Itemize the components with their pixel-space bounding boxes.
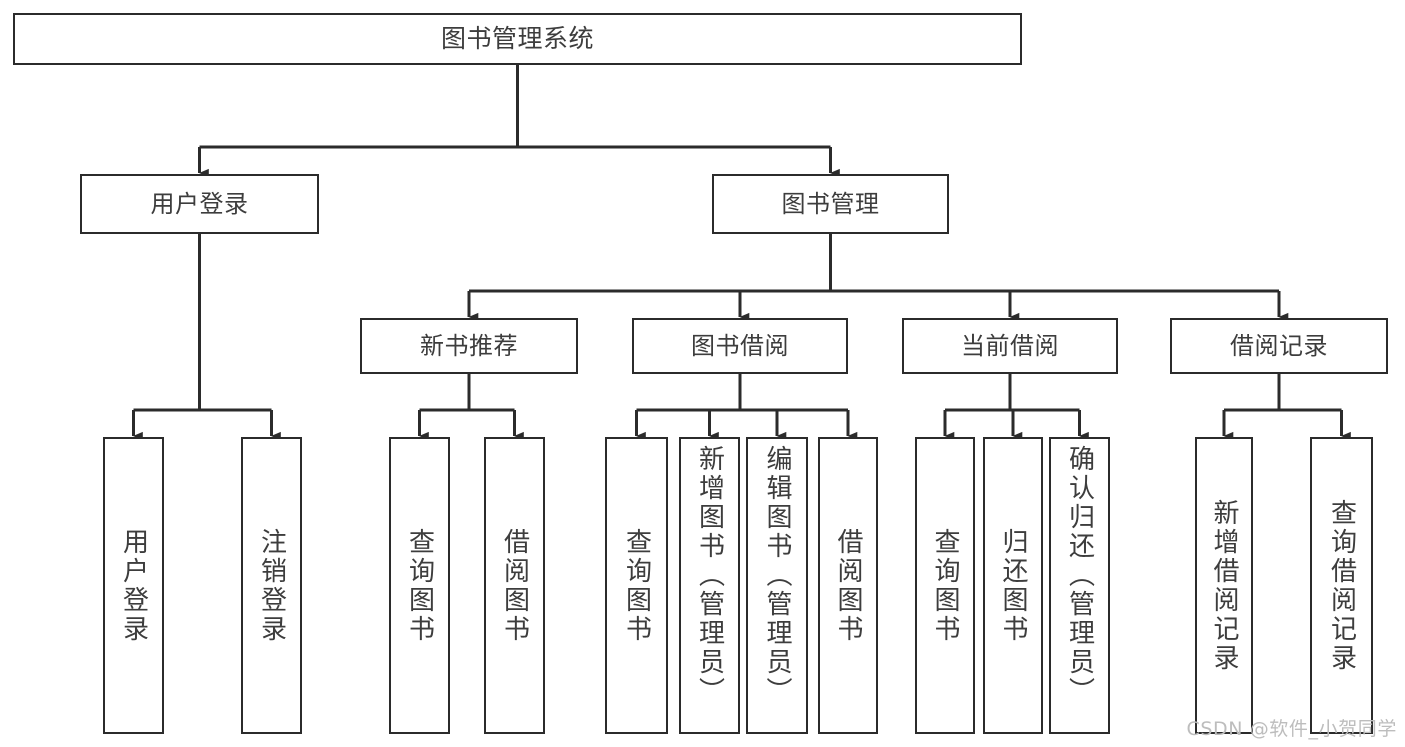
leaf-leaf-return-book[interactable]: 归还图书 xyxy=(983,437,1043,734)
leaf-leaf-add-book-label: 新增图书（管理员） xyxy=(694,445,725,706)
leaf-leaf-borrow-book-rec-label: 借阅图书 xyxy=(499,527,530,644)
leaf-leaf-query-book-rec-label: 查询图书 xyxy=(404,527,435,644)
leaf-leaf-query-book-borrow-label: 查询图书 xyxy=(621,527,652,644)
leaf-leaf-logout-label: 注销登录 xyxy=(256,527,287,644)
node-book-borrow[interactable]: 图书借阅 xyxy=(632,318,848,374)
leaf-leaf-query-book-cur-label: 查询图书 xyxy=(930,527,960,644)
node-borrow-record-label: 借阅记录 xyxy=(1230,331,1328,360)
leaf-leaf-borrow-book[interactable]: 借阅图书 xyxy=(818,437,878,734)
leaf-leaf-borrow-book-label: 借阅图书 xyxy=(833,527,863,644)
leaf-leaf-add-record-label: 新增借阅记录 xyxy=(1209,498,1239,673)
node-current-borrow[interactable]: 当前借阅 xyxy=(902,318,1118,374)
node-current-borrow-label: 当前借阅 xyxy=(961,331,1059,360)
leaf-leaf-borrow-book-rec[interactable]: 借阅图书 xyxy=(484,437,545,734)
leaf-leaf-user-login[interactable]: 用户登录 xyxy=(103,437,164,734)
leaf-leaf-add-book[interactable]: 新增图书（管理员） xyxy=(679,437,740,734)
node-root[interactable]: 图书管理系统 xyxy=(13,13,1022,65)
leaf-leaf-query-book-rec[interactable]: 查询图书 xyxy=(389,437,450,734)
leaf-leaf-confirm-return[interactable]: 确认归还（管理员） xyxy=(1049,437,1110,734)
node-new-book-recommend[interactable]: 新书推荐 xyxy=(360,318,578,374)
node-book-manage-label: 图书管理 xyxy=(781,189,880,218)
leaf-leaf-query-book-cur[interactable]: 查询图书 xyxy=(915,437,975,734)
leaf-leaf-edit-book[interactable]: 编辑图书（管理员） xyxy=(746,437,808,734)
node-user-login[interactable]: 用户登录 xyxy=(80,174,319,234)
node-new-book-recommend-label: 新书推荐 xyxy=(420,331,518,360)
leaf-leaf-query-record[interactable]: 查询借阅记录 xyxy=(1310,437,1373,734)
leaf-leaf-edit-book-label: 编辑图书（管理员） xyxy=(762,445,792,706)
node-root-label: 图书管理系统 xyxy=(440,24,594,54)
leaf-leaf-logout[interactable]: 注销登录 xyxy=(241,437,302,734)
node-borrow-record[interactable]: 借阅记录 xyxy=(1170,318,1388,374)
leaf-leaf-confirm-return-label: 确认归还（管理员） xyxy=(1064,445,1095,706)
node-book-borrow-label: 图书借阅 xyxy=(691,331,789,360)
node-book-manage[interactable]: 图书管理 xyxy=(712,174,949,234)
leaf-leaf-user-login-label: 用户登录 xyxy=(118,527,149,644)
leaf-leaf-query-record-label: 查询借阅记录 xyxy=(1326,498,1357,673)
leaf-leaf-return-book-label: 归还图书 xyxy=(998,527,1028,644)
leaf-leaf-query-book-borrow[interactable]: 查询图书 xyxy=(605,437,668,734)
leaf-leaf-add-record[interactable]: 新增借阅记录 xyxy=(1195,437,1253,734)
node-user-login-label: 用户登录 xyxy=(150,189,249,218)
watermark: CSDN @软件_小贺同学 xyxy=(1186,718,1397,740)
